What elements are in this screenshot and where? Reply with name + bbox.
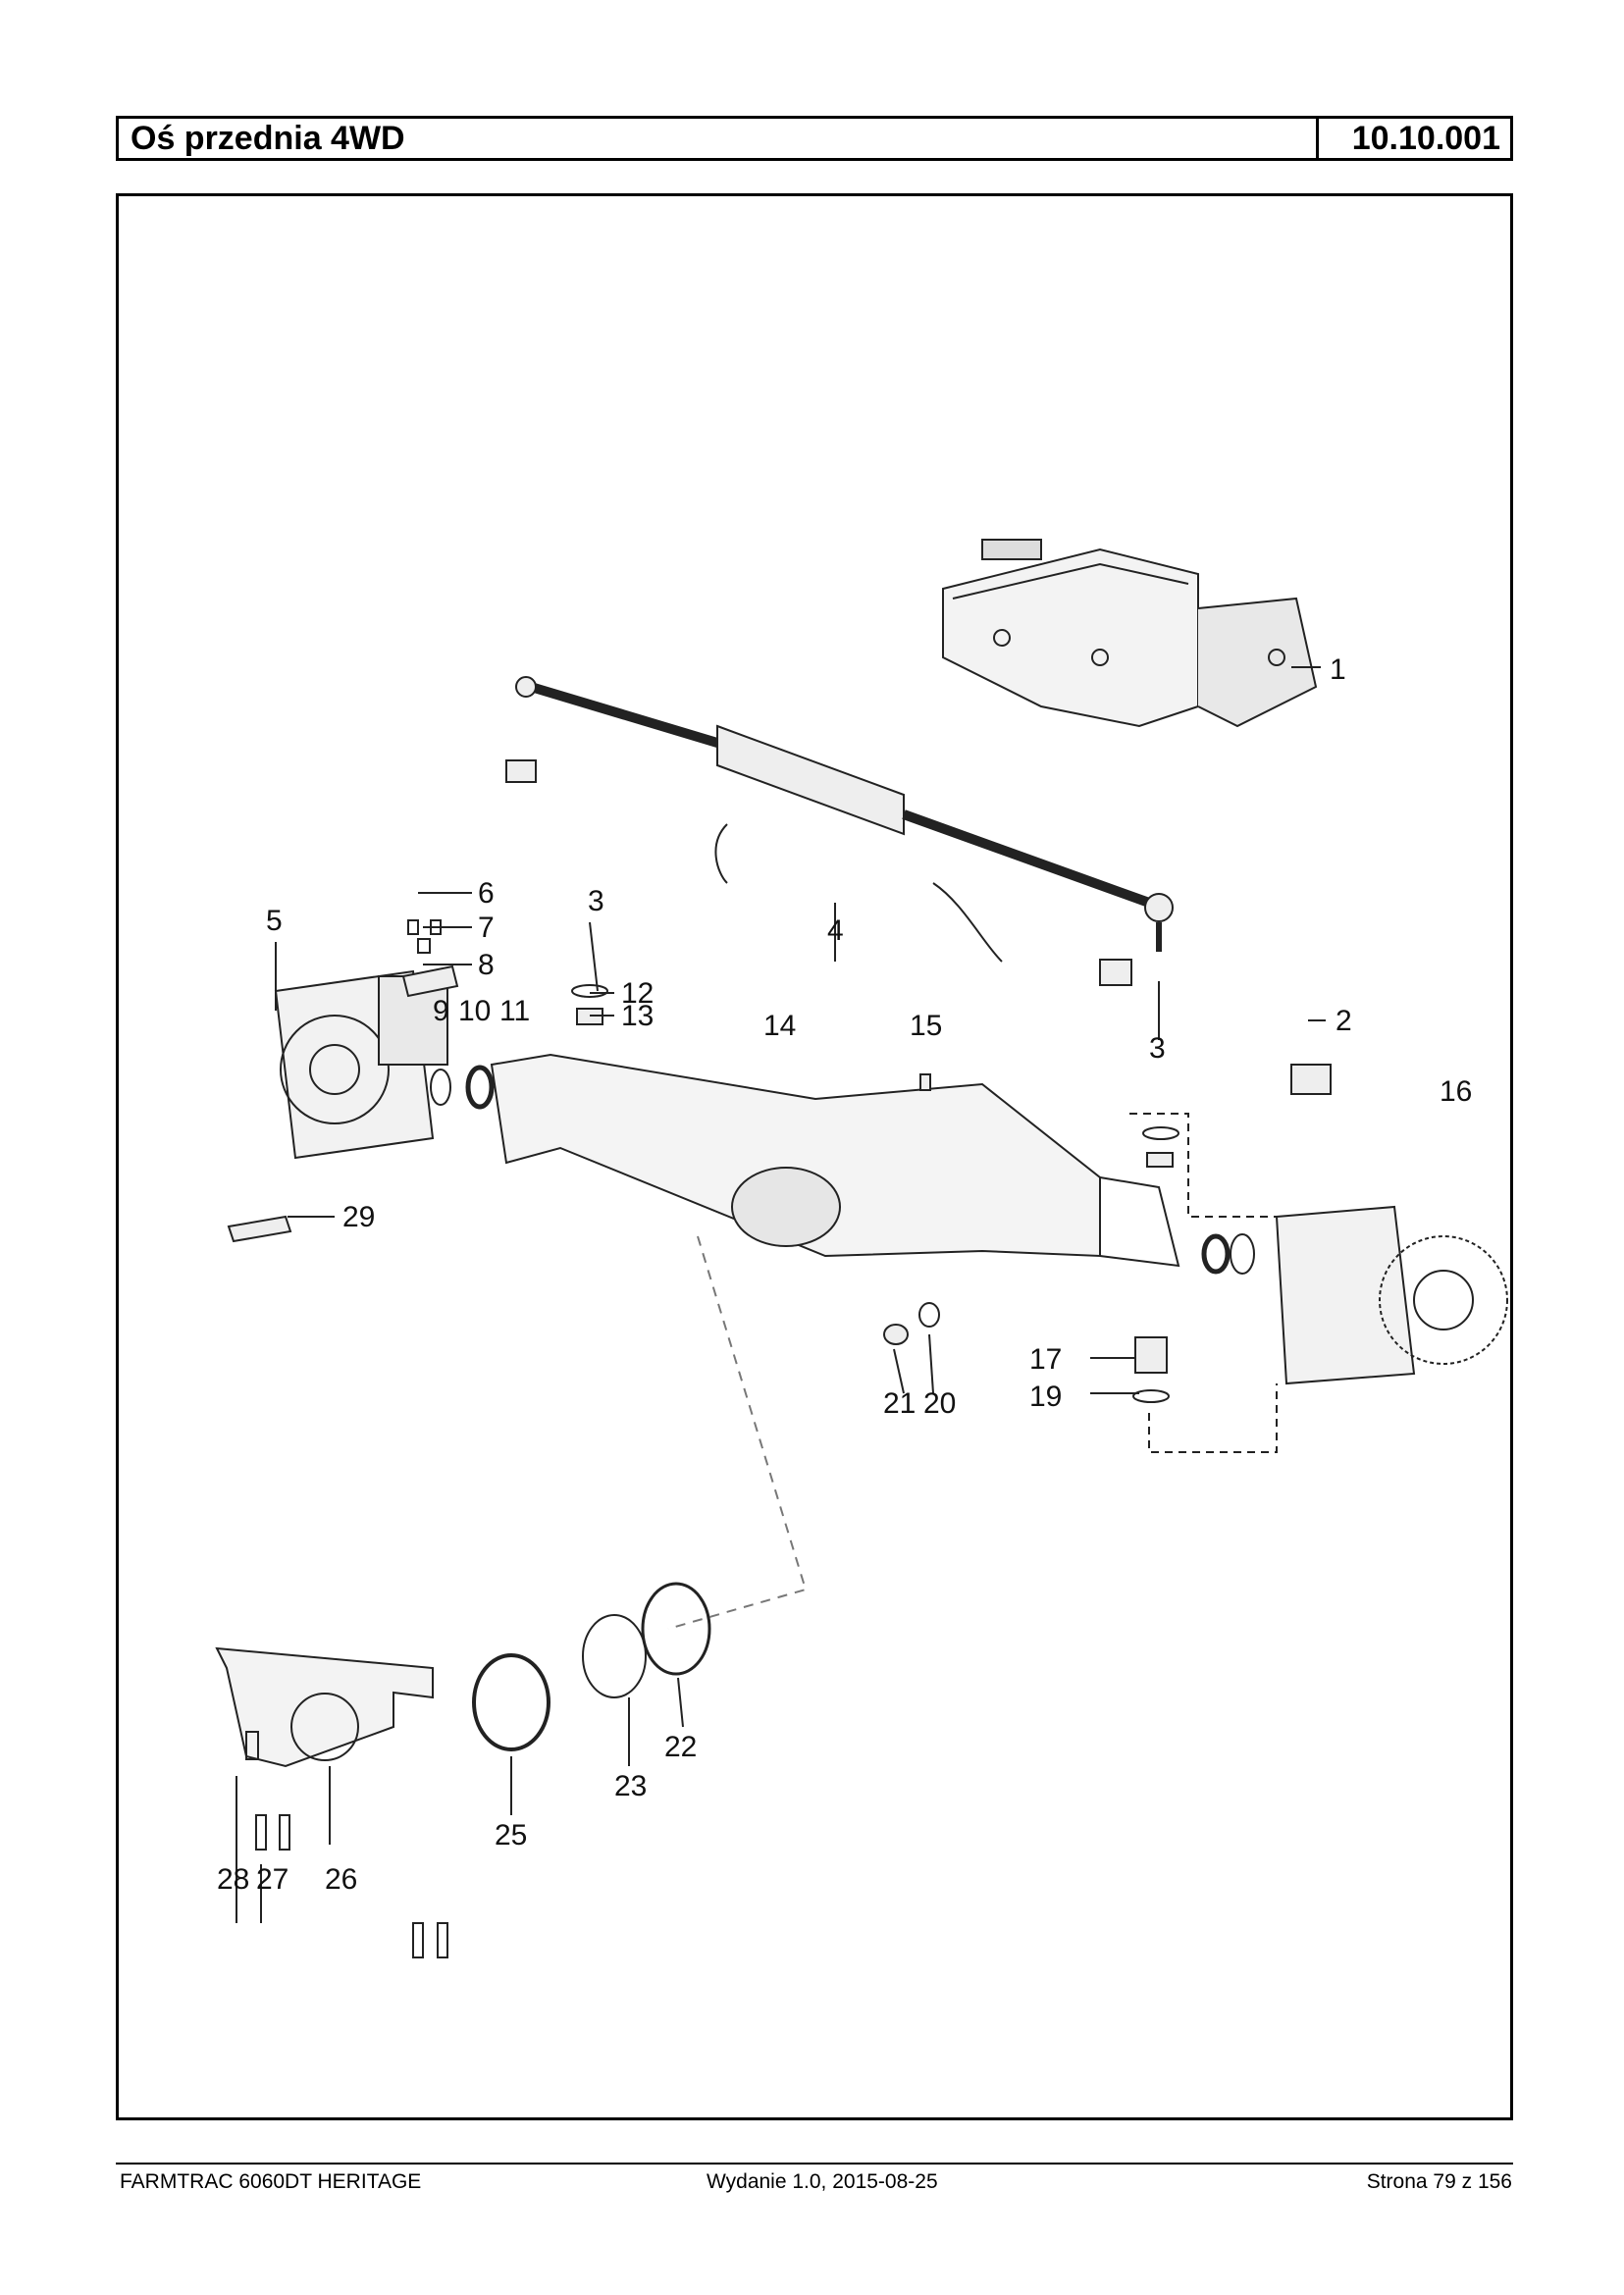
part-axle-support: [215, 1646, 434, 1768]
callout: 3: [1149, 1032, 1166, 1065]
part-axle-housing: [490, 1053, 1180, 1268]
part-left-hub: [274, 969, 448, 1160]
callout: 2: [1336, 1005, 1352, 1037]
callout: 4: [827, 914, 844, 947]
callout: 12: [621, 977, 654, 1010]
callout: 21: [883, 1387, 916, 1420]
callout: 23: [614, 1770, 647, 1802]
callout: 20: [923, 1387, 956, 1420]
callout: 13: [621, 1000, 654, 1032]
page-title: Oś przednia 4WD: [131, 120, 405, 157]
callout: 19: [1029, 1381, 1062, 1413]
callout: 25: [495, 1819, 527, 1852]
part-bracket: [942, 539, 1318, 728]
footer-model: FARMTRAC 6060DT HERITAGE: [120, 2170, 422, 2193]
callout: 5: [266, 905, 283, 937]
callout: 11: [499, 995, 530, 1027]
callout: 10: [458, 995, 491, 1027]
callout: 15: [910, 1010, 942, 1042]
footer-page-number: Strona 79 z 156: [1366, 2170, 1512, 2193]
callout: 27: [256, 1863, 288, 1896]
callout: 1: [1330, 653, 1346, 686]
callout: 8: [478, 949, 495, 981]
footer-edition: Wydanie 1.0, 2015-08-25: [707, 2170, 938, 2193]
callout: 3: [588, 885, 604, 917]
callout: 26: [325, 1863, 357, 1896]
parts-diagram-frame: 1 2 3 3 4 5 6 7 8 9 10 11 12 13 14 15 16…: [116, 193, 1513, 2120]
callout: 9: [433, 995, 449, 1027]
page-header: Oś przednia 4WD 10.10.001: [116, 116, 1513, 161]
callout: 16: [1440, 1075, 1472, 1108]
section-code: 10.10.001: [1316, 119, 1510, 158]
callout: 17: [1029, 1343, 1062, 1376]
callout: 7: [478, 912, 495, 944]
part-steering-cylinder: [505, 676, 1174, 986]
callout: 29: [342, 1201, 375, 1233]
callout: 22: [664, 1731, 697, 1763]
callout: 6: [478, 877, 495, 910]
footer-divider: [116, 2163, 1513, 2165]
exploded-parts-diagram: 1 2 3 3 4 5 6 7 8 9 10 11 12 13 14 15 16…: [215, 539, 1508, 1958]
part-right-hub: [1275, 1064, 1508, 1385]
callout: 14: [763, 1010, 796, 1042]
callout: 28: [217, 1863, 249, 1896]
callout-labels: 1 2 3 3 4 5 6 7 8 9 10 11 12 13 14 15 16…: [217, 653, 1472, 1896]
